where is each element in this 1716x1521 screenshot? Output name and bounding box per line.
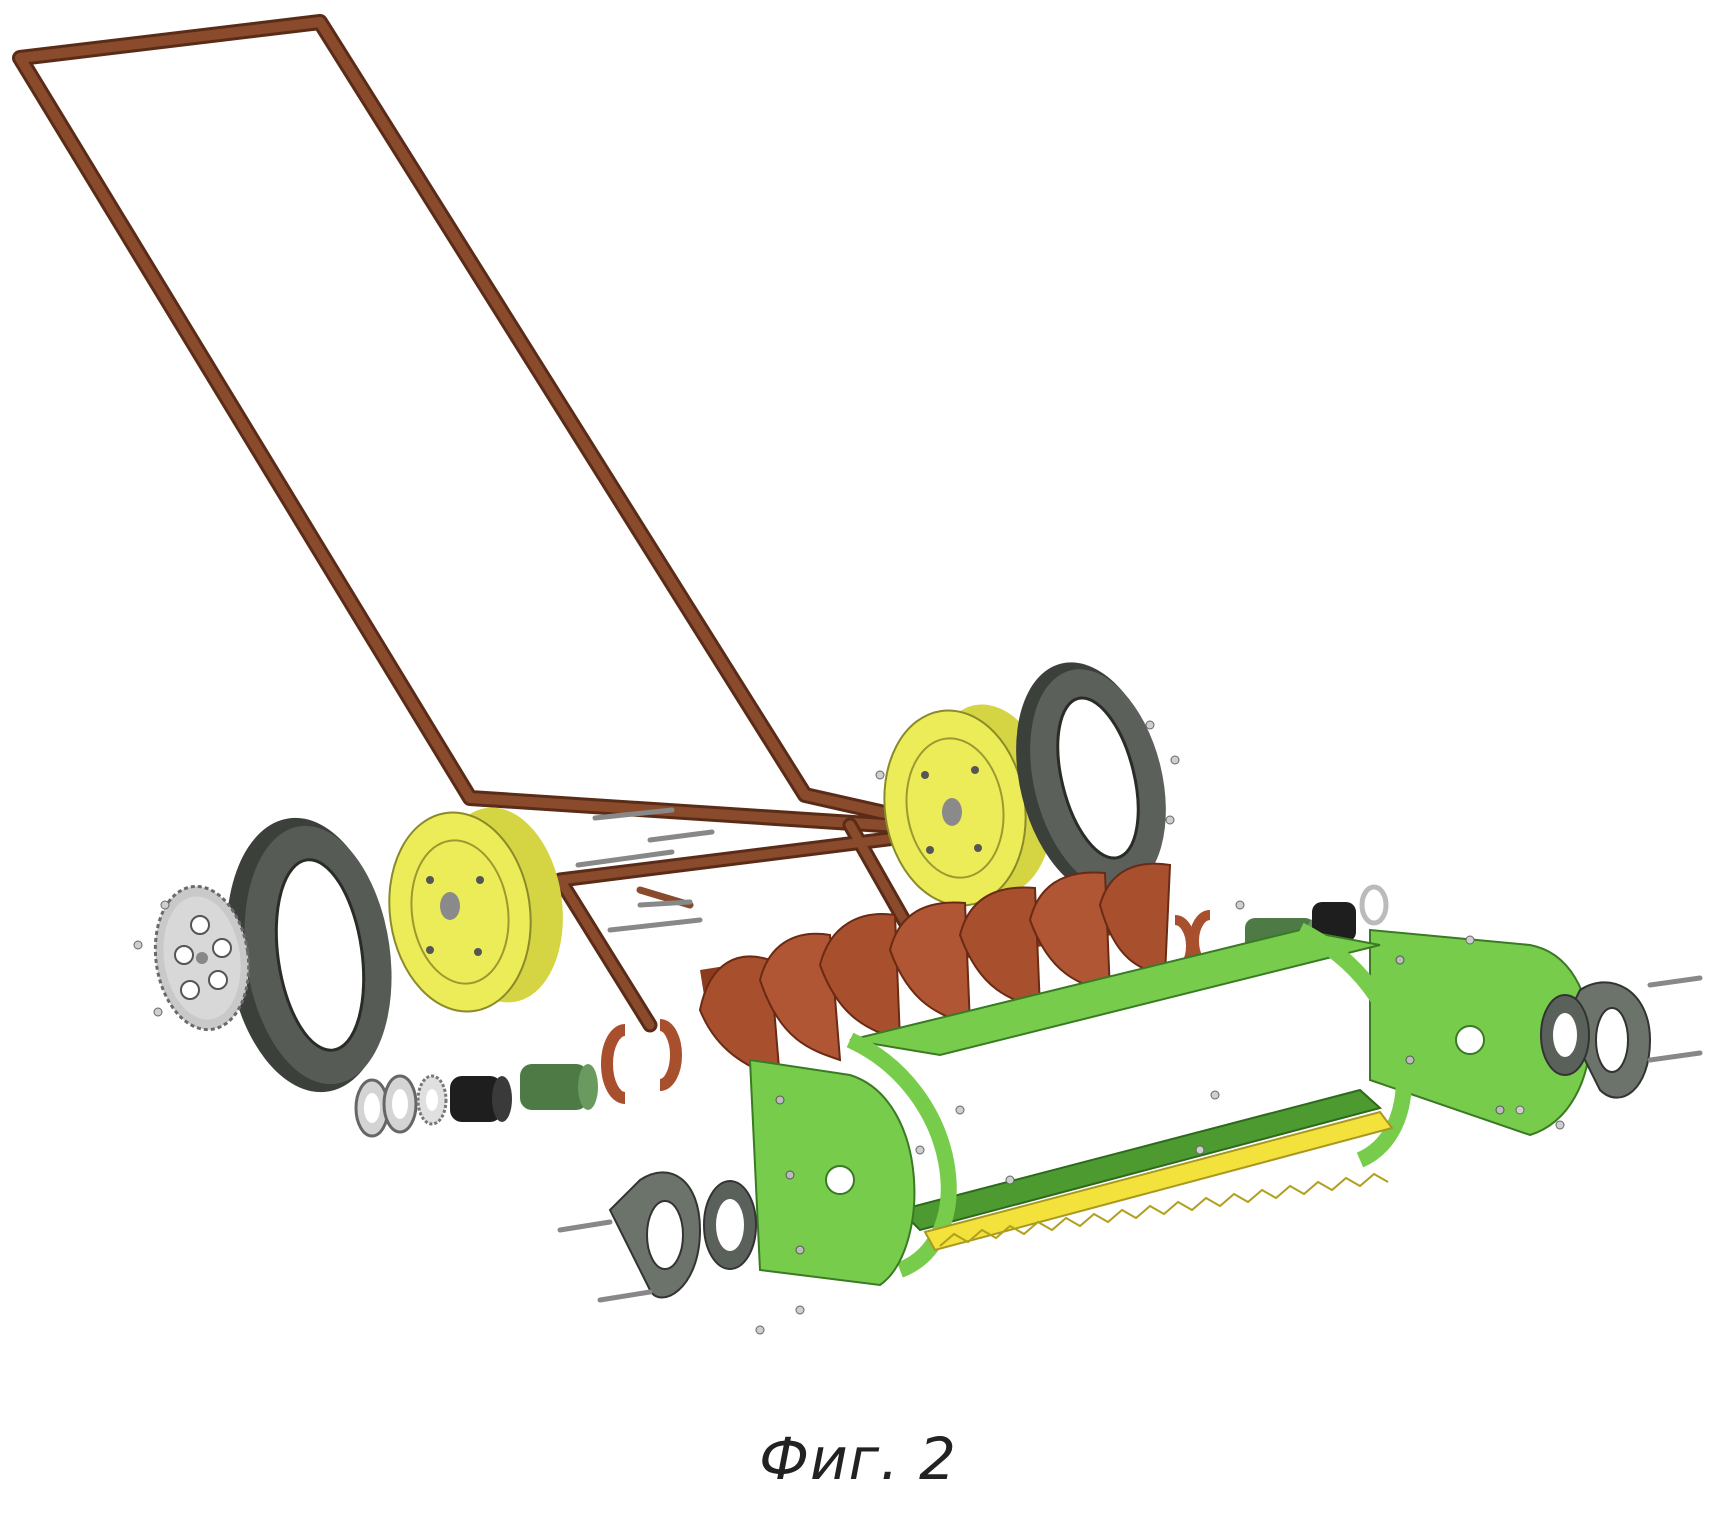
left-wheel-disc bbox=[388, 807, 563, 1013]
drive-sprocket bbox=[153, 884, 251, 1032]
fasteners bbox=[133, 720, 1703, 1335]
green-housing bbox=[748, 922, 1591, 1287]
left-bearing-housing bbox=[608, 1171, 757, 1299]
auger-screw bbox=[601, 862, 1211, 1104]
figure-caption: Фиг. 2 bbox=[759, 1425, 957, 1493]
right-tire bbox=[1016, 662, 1166, 898]
left-tire bbox=[226, 817, 392, 1093]
right-bearing-housing bbox=[1540, 981, 1652, 1099]
cutting-blade bbox=[923, 1110, 1394, 1252]
